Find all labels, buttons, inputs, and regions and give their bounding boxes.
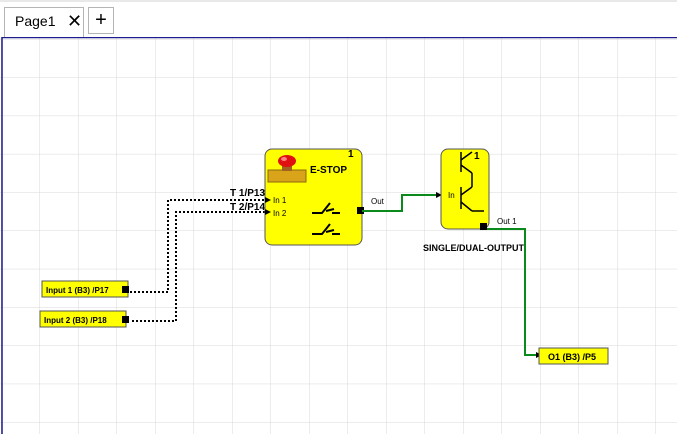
- input-terminal-2[interactable]: Input 2 (B3) /P18: [39, 310, 129, 328]
- estop-in1-arrow: [265, 197, 271, 203]
- output-in-arrow: [436, 192, 442, 198]
- estop-out-port[interactable]: [357, 207, 364, 214]
- input2-port[interactable]: [122, 316, 129, 323]
- output-number: 1: [474, 151, 480, 162]
- estop-number: 1: [348, 149, 354, 160]
- wire1-label: T 1/P13: [230, 188, 265, 199]
- estop-in2-arrow: [265, 209, 271, 215]
- add-tab-button[interactable]: +: [88, 7, 114, 34]
- estop-title: E-STOP: [310, 165, 347, 176]
- output-terminal[interactable]: O1 (B3) /P5: [538, 347, 609, 365]
- tab-bar: Page1 ✕ +: [0, 0, 677, 38]
- estop-in2-label: In 2: [273, 209, 287, 218]
- estop-out-label: Out: [371, 197, 385, 206]
- output-title: SINGLE/DUAL-OUTPUT: [423, 243, 524, 253]
- input1-label: Input 1 (B3) /P17: [46, 286, 109, 295]
- tab-page1[interactable]: Page1 ✕: [4, 7, 84, 38]
- estop-block[interactable]: 1 E-STOP In 1 In 2 Out: [264, 148, 385, 246]
- output-block[interactable]: 1 In Out 1: [440, 148, 517, 230]
- close-icon[interactable]: ✕: [67, 11, 83, 31]
- output-in-label: In: [448, 191, 455, 200]
- input-terminal-1[interactable]: Input 1 (B3) /P17: [41, 280, 129, 298]
- transistor-icon: [460, 151, 484, 212]
- input2-label: Input 2 (B3) /P18: [44, 316, 107, 325]
- emergency-button-icon: [267, 155, 307, 183]
- diagram-canvas[interactable]: T 1/P13 T 2/P14 1 E-STOP In 1 In 2 Out: [0, 36, 677, 434]
- tab-label: Page1: [15, 13, 56, 29]
- wire2-label: T 2/P14: [230, 202, 265, 213]
- output-out-label: Out 1: [497, 217, 517, 226]
- wire-input1[interactable]: [130, 199, 265, 293]
- wire-input2[interactable]: [132, 211, 265, 322]
- contact-symbol-icon: [312, 202, 340, 235]
- output-out-port[interactable]: [480, 223, 487, 230]
- toolbar-edge: [0, 0, 677, 2]
- estop-in1-label: In 1: [273, 196, 287, 205]
- input1-port[interactable]: [122, 286, 129, 293]
- wire-estop-to-output[interactable]: [362, 194, 440, 212]
- output-terminal-label: O1 (B3) /P5: [548, 352, 596, 362]
- wire-output-to-terminal[interactable]: [487, 228, 540, 356]
